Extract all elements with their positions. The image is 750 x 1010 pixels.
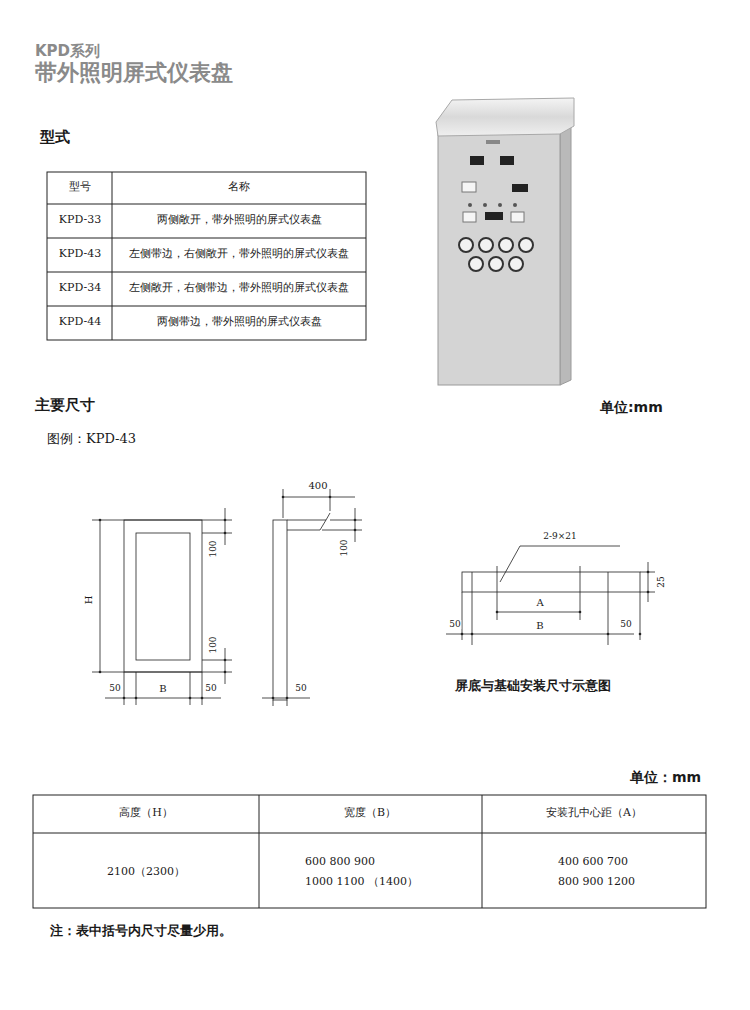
dimension-value: H <box>84 595 94 606</box>
unit-note: 单位:mm <box>600 400 663 414</box>
dimension-value: A <box>535 598 544 608</box>
dimension-value: 50 <box>619 620 632 629</box>
table-cell: 1000 1100 （1400） <box>305 876 418 887</box>
table-cell: KPD-43 <box>59 248 101 259</box>
table-cell: 左侧带边，右侧敞开，带外照明的屏式仪表盘 <box>129 248 349 259</box>
table-cell: KPD-34 <box>59 282 101 293</box>
section-heading: 主要尺寸 <box>35 398 95 413</box>
dimension-value: 100 <box>340 538 349 557</box>
dimension-value: 50 <box>108 684 121 693</box>
dimension-ticks <box>99 496 650 700</box>
dimension-value: 400 <box>307 481 328 491</box>
dimension-value: B <box>158 684 167 694</box>
table-cell: KPD-44 <box>59 316 101 327</box>
table-cell: KPD-33 <box>59 214 101 225</box>
dimension-value: 50 <box>294 684 307 693</box>
dimension-value: 50 <box>204 684 217 693</box>
table-header: 宽度（B） <box>344 807 396 818</box>
hole-callout: 2-9×21 <box>542 532 578 541</box>
dimension-value: 50 <box>448 620 461 629</box>
table-cell: 800 900 1200 <box>558 876 635 887</box>
table-header: 名称 <box>228 181 250 192</box>
figure-caption: 屏底与基础安装尺寸示意图 <box>455 679 611 692</box>
table-header: 高度（H） <box>119 807 173 818</box>
series-name: KPD系列 <box>35 44 100 59</box>
table-header: 型号 <box>69 181 91 192</box>
table-cell: 两侧敞开，带外照明的屏式仪表盘 <box>157 214 322 225</box>
footnote: 注：表中括号内尺寸尽量少用。 <box>50 924 232 937</box>
table-cell: 400 600 700 <box>558 856 628 867</box>
table-cell: 左侧敞开，右侧带边，带外照明的屏式仪表盘 <box>129 282 349 293</box>
unit-note: 单位：mm <box>630 770 701 784</box>
dimension-value: 100 <box>209 539 218 558</box>
page-title: 带外照明屏式仪表盘 <box>35 62 233 84</box>
table-cell: 两侧带边，带外照明的屏式仪表盘 <box>157 316 322 327</box>
table-header: 安装孔中心距（A） <box>546 807 642 818</box>
figure-label: 图例：KPD-43 <box>47 432 136 445</box>
dimension-drawing <box>92 489 655 706</box>
table-cell: 2100（2300） <box>107 866 185 877</box>
table-cell: 600 800 900 <box>305 856 375 867</box>
panel-photo <box>436 98 574 385</box>
dimension-value: 100 <box>209 635 218 654</box>
section-heading: 型式 <box>40 130 70 145</box>
dimension-value: 25 <box>657 575 666 588</box>
dimension-value: B <box>535 621 544 631</box>
